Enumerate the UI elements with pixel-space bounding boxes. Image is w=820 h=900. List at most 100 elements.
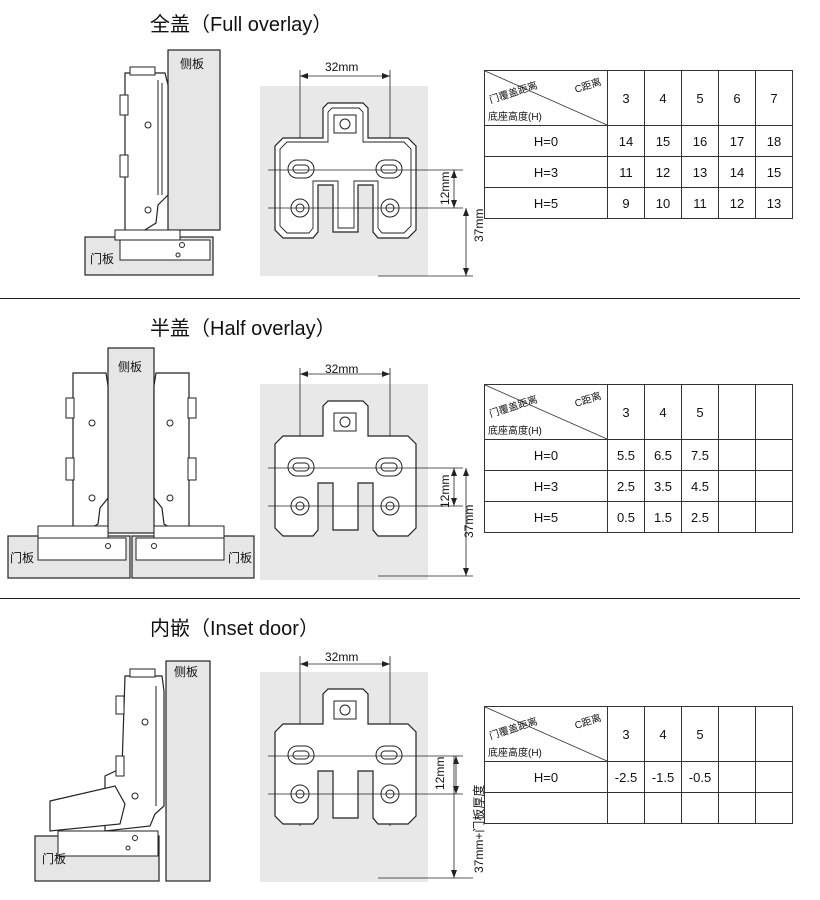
row-label: H=0 (484, 761, 608, 793)
table-cell (755, 470, 793, 502)
mounting-plate-diagram (260, 70, 473, 277)
dimension-width-label: 32mm (325, 650, 359, 664)
table-cell: 13 (755, 187, 793, 219)
table-cell (718, 470, 756, 502)
column-header: 4 (644, 70, 682, 126)
section-inset-door: 内嵌（Inset door） 侧板 门板 (0, 598, 820, 900)
table-cell (607, 792, 645, 824)
column-header (718, 706, 756, 762)
table-corner-header: C距离 门覆盖距离 底座高度(H) (484, 384, 608, 440)
dimension-small-label: 12mm (438, 474, 452, 508)
dimension-width-label: 32mm (325, 362, 359, 376)
table-cell: 13 (681, 156, 719, 188)
column-header: 6 (718, 70, 756, 126)
table-cell (718, 439, 756, 471)
table-row: H=0 14 15 16 17 18 (484, 125, 793, 157)
side-panel-label: 侧板 (180, 57, 205, 71)
table-cell (718, 792, 756, 824)
table-row (484, 792, 793, 824)
table-cell: 9 (607, 187, 645, 219)
table-cell: 16 (681, 125, 719, 157)
mounting-plate-diagram (260, 368, 473, 580)
table-cell (755, 439, 793, 471)
dimension-large-label: 37mm (462, 504, 476, 538)
section-full-overlay: 全盖（Full overlay） 侧板 门板 (0, 0, 820, 298)
hinge-illustration (34, 660, 211, 882)
table-cell: 11 (607, 156, 645, 188)
column-header: 5 (681, 384, 719, 440)
dimension-width-label: 32mm (325, 60, 359, 74)
row-label (484, 792, 608, 824)
section-title: 全盖（Full overlay） (150, 14, 333, 36)
spec-table: C距离 门覆盖距离 底座高度(H) 3 4 5 H=0 -2.5 -1.5 -0… (484, 706, 793, 824)
door-panel-label: 门板 (228, 551, 253, 565)
hinge-illustration (7, 347, 255, 579)
row-label: H=0 (484, 439, 608, 471)
column-header: 3 (607, 384, 645, 440)
table-cell: -2.5 (607, 761, 645, 793)
mounting-plate-diagram (260, 656, 473, 882)
table-row: H=5 0.5 1.5 2.5 (484, 501, 793, 533)
table-cell: 5.5 (607, 439, 645, 471)
table-cell (681, 792, 719, 824)
row-label: H=3 (484, 156, 608, 188)
table-cell: 18 (755, 125, 793, 157)
table-cell: -1.5 (644, 761, 682, 793)
hinge-illustration (84, 49, 221, 276)
door-panel-label: 门板 (10, 551, 35, 565)
column-header (755, 706, 793, 762)
column-header: 3 (607, 70, 645, 126)
table-cell: 3.5 (644, 470, 682, 502)
table-cell: 12 (644, 156, 682, 188)
table-corner-header: C距离 门覆盖距离 底座高度(H) (484, 706, 608, 762)
row-label: H=5 (484, 501, 608, 533)
table-row: H=3 11 12 13 14 15 (484, 156, 793, 188)
column-header: 5 (681, 706, 719, 762)
table-cell: 4.5 (681, 470, 719, 502)
door-panel-label: 门板 (42, 852, 67, 866)
table-cell: 2.5 (681, 501, 719, 533)
column-header: 3 (607, 706, 645, 762)
column-header: 5 (681, 70, 719, 126)
column-header (718, 384, 756, 440)
spec-table: C距离 门覆盖距离 底座高度(H) 3 4 5 H=0 5.5 6.5 7.5 … (484, 384, 793, 533)
table-cell: 0.5 (607, 501, 645, 533)
table-cell (755, 761, 793, 793)
column-header (755, 384, 793, 440)
table-cell: -0.5 (681, 761, 719, 793)
column-header: 7 (755, 70, 793, 126)
side-panel-label: 侧板 (174, 665, 199, 679)
table-row: H=0 5.5 6.5 7.5 (484, 439, 793, 471)
door-panel-label: 门板 (90, 252, 115, 266)
row-label: H=5 (484, 187, 608, 219)
table-cell (644, 792, 682, 824)
table-cell: 14 (718, 156, 756, 188)
section-divider (0, 298, 800, 299)
table-cell (755, 501, 793, 533)
dimension-small-label: 12mm (438, 171, 452, 205)
table-cell: 6.5 (644, 439, 682, 471)
side-panel-label: 侧板 (118, 360, 143, 374)
table-row: H=5 9 10 11 12 13 (484, 187, 793, 219)
table-row: H=0 -2.5 -1.5 -0.5 (484, 761, 793, 793)
section-half-overlay: 半盖（Half overlay） 侧板 门板 门板 (0, 298, 820, 598)
table-cell: 17 (718, 125, 756, 157)
spec-table: C距离 门覆盖距离 底座高度(H) 3 4 5 6 7 H=0 14 15 16… (484, 70, 793, 219)
table-cell (755, 792, 793, 824)
table-corner-header: C距离 门覆盖距离 底座高度(H) (484, 70, 608, 126)
column-header: 4 (644, 384, 682, 440)
row-label: H=0 (484, 125, 608, 157)
table-cell (718, 501, 756, 533)
column-header: 4 (644, 706, 682, 762)
table-cell: 1.5 (644, 501, 682, 533)
table-cell: 10 (644, 187, 682, 219)
dimension-small-label: 12mm (433, 756, 447, 790)
table-cell: 2.5 (607, 470, 645, 502)
row-label: H=3 (484, 470, 608, 502)
section-title: 半盖（Half overlay） (150, 318, 336, 340)
table-cell: 11 (681, 187, 719, 219)
table-cell: 7.5 (681, 439, 719, 471)
table-cell: 12 (718, 187, 756, 219)
table-cell: 14 (607, 125, 645, 157)
section-title: 内嵌（Inset door） (150, 618, 319, 640)
